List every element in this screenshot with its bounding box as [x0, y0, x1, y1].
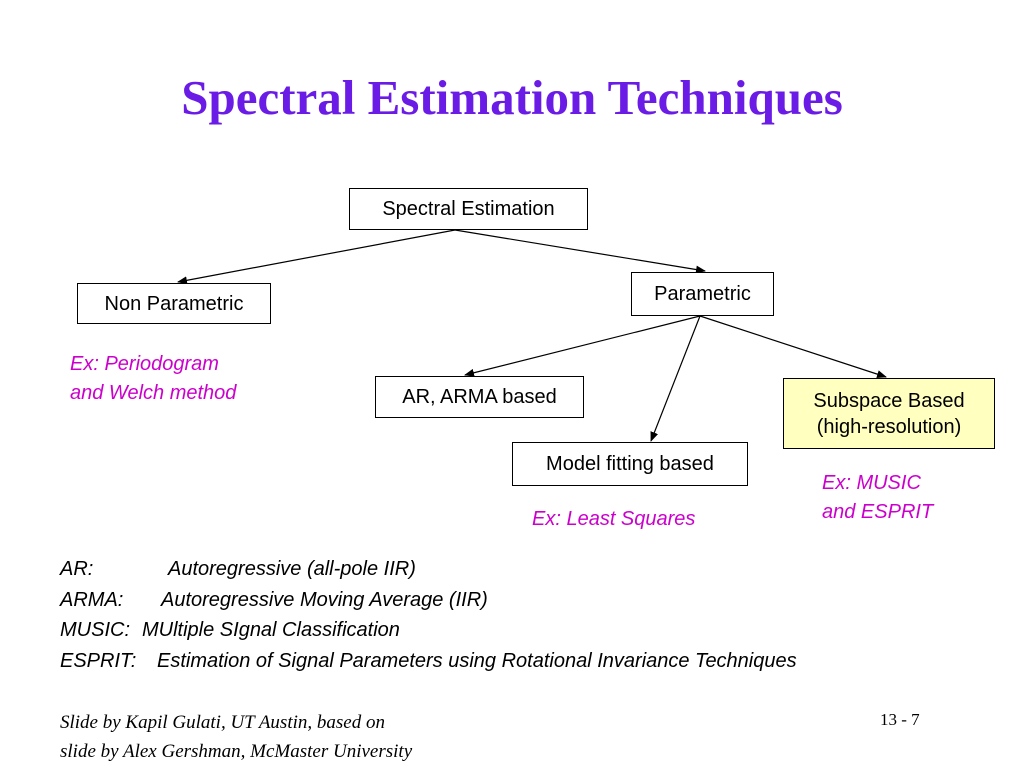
node-ar-arma-label: AR, ARMA based	[402, 386, 557, 408]
example-model-fitting: Ex: Least Squares	[532, 505, 695, 534]
node-subspace-line1: Subspace Based	[813, 389, 965, 412]
glossary-row-arma: ARMA: Autoregressive Moving Average (IIR)	[60, 585, 797, 616]
example-non-parametric-line1: Ex: Periodogram	[70, 353, 219, 375]
arrow-parametric-to-arma	[464, 315, 701, 377]
glossary-row-esprit: ESPRIT: Estimation of Signal Parameters u…	[60, 646, 797, 677]
glossary-definition: Autoregressive Moving Average (IIR)	[161, 588, 488, 611]
node-ar-arma: AR, ARMA based	[375, 376, 584, 418]
glossary-term: MUSIC:	[60, 619, 130, 641]
glossary-row-ar: AR: Autoregressive (all-pole IIR)	[60, 554, 797, 585]
arrow-parametric-to-modelfitting	[650, 315, 701, 442]
node-model-fitting: Model fitting based	[512, 442, 748, 486]
slide-title: Spectral Estimation Techniques	[181, 70, 843, 125]
slide-footer-credit: Slide by Kapil Gulati, UT Austin, based …	[60, 708, 412, 766]
node-model-fitting-label: Model fitting based	[546, 453, 714, 475]
node-spectral-estimation: Spectral Estimation	[349, 188, 588, 230]
node-subspace-line2: (high-resolution)	[816, 415, 962, 438]
node-non-parametric: Non Parametric	[77, 283, 271, 324]
glossary-term: ESPRIT:	[60, 649, 137, 672]
glossary-term: ARMA:	[60, 588, 124, 611]
node-non-parametric-label: Non Parametric	[104, 292, 244, 315]
arrow-parametric-to-subspace	[699, 315, 887, 378]
example-subspace-line1: Ex: MUSIC	[822, 472, 921, 494]
example-subspace: Ex: MUSIC and ESPRIT	[822, 469, 933, 527]
page-number: 13 - 7	[880, 710, 920, 729]
example-model-fitting-line1: Ex: Least Squares	[532, 508, 696, 530]
node-spectral-estimation-label: Spectral Estimation	[382, 198, 555, 220]
node-parametric-label: Parametric	[654, 283, 751, 305]
glossary-definition: Estimation of Signal Parameters using Ro…	[157, 649, 797, 672]
glossary-row-music: MUSIC: MUltiple SIgnal Classification	[60, 615, 797, 646]
glossary-definition: MUltiple SIgnal Classification	[142, 619, 400, 641]
example-non-parametric-line2: and Welch method	[70, 382, 237, 404]
node-subspace-based: Subspace Based (high-resolution)	[783, 378, 995, 449]
footer-line2: slide by Alex Gershman, McMaster Univers…	[60, 741, 413, 762]
arrow-root-to-nonparametric	[177, 229, 456, 285]
arrow-root-to-parametric	[454, 229, 706, 274]
footer-line1: Slide by Kapil Gulati, UT Austin, based …	[60, 712, 385, 733]
acronym-glossary: AR: Autoregressive (all-pole IIR) ARMA: Au…	[60, 554, 797, 676]
example-non-parametric: Ex: Periodogram and Welch method	[70, 350, 236, 408]
glossary-definition: Autoregressive (all-pole IIR)	[168, 558, 416, 580]
example-subspace-line2: and ESPRIT	[822, 501, 934, 523]
glossary-term: AR:	[60, 558, 94, 580]
node-parametric: Parametric	[631, 272, 774, 316]
